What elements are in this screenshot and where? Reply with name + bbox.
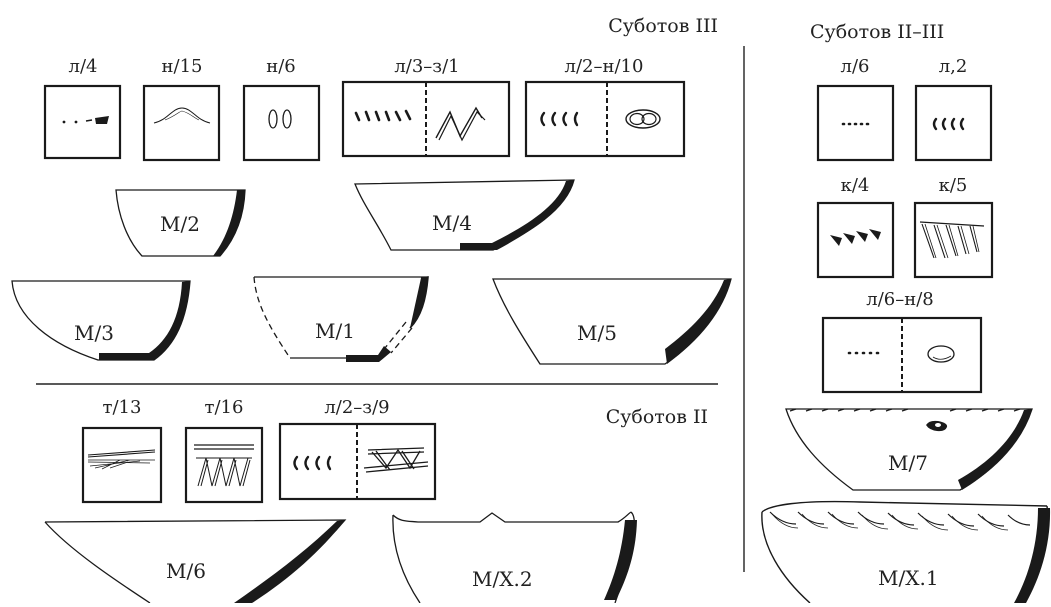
vessel-m5	[492, 278, 732, 365]
section-title-subotov-2: Суботов II	[606, 406, 708, 428]
motif-box-t16	[184, 426, 264, 504]
motif-label-t13: т/13	[103, 397, 142, 418]
motif-box-l2-comma	[914, 84, 993, 162]
vessel-label-m5: М/5	[577, 321, 617, 345]
vessel-label-m4: М/4	[432, 211, 472, 235]
vessel-m1	[253, 276, 429, 362]
motif-box-n15	[142, 84, 221, 162]
motif-box-l2-z9	[278, 422, 437, 501]
motif-box-l4	[43, 84, 122, 160]
vessel-label-m6: М/6	[166, 559, 206, 583]
vessel-m4	[354, 179, 575, 251]
motif-label-n15: н/15	[162, 56, 203, 77]
section-title-subotov-3: Суботов III	[608, 15, 718, 37]
motif-label-l3-z1: л/3–з/1	[394, 56, 459, 77]
vessel-mx2	[392, 511, 637, 604]
vessel-label-m1: М/1	[315, 319, 355, 343]
vessel-m7	[785, 408, 1033, 491]
motif-box-t13	[81, 426, 163, 504]
vessel-label-m7: М/7	[888, 451, 928, 475]
motif-label-l4: л/4	[69, 56, 98, 77]
vessel-m3	[11, 280, 191, 361]
motif-label-l6: л/6	[841, 56, 870, 77]
motif-box-n6	[242, 84, 321, 162]
motif-box-l3-z1	[341, 80, 511, 158]
vessel-label-mx2: М/X.2	[472, 567, 533, 591]
motif-label-n6: н/6	[266, 56, 296, 77]
motif-box-k4	[816, 201, 895, 279]
motif-label-l2-z9: л/2–з/9	[324, 397, 389, 418]
vessel-mx1	[761, 500, 1051, 604]
motif-label-l2-n10: л/2–н/10	[565, 56, 644, 77]
motif-label-l2-comma: л,2	[939, 56, 968, 77]
vessel-m2	[115, 189, 246, 257]
section-title-subotov-2-3: Суботов II–III	[810, 21, 944, 43]
motif-label-k5: к/5	[939, 175, 968, 196]
vessel-m6	[44, 519, 347, 604]
motif-box-k5	[913, 201, 994, 279]
vessel-label-mx1: М/X.1	[878, 566, 939, 590]
motif-label-k4: к/4	[841, 175, 870, 196]
vessel-label-m3: М/3	[74, 321, 114, 345]
motif-box-l6-n8	[821, 316, 983, 394]
motif-box-l2-n10	[524, 80, 686, 158]
motif-label-l6-n8: л/6–н/8	[866, 289, 933, 310]
motif-label-t16: т/16	[205, 397, 244, 418]
motif-box-l6	[816, 84, 895, 162]
vessel-label-m2: М/2	[160, 212, 200, 236]
